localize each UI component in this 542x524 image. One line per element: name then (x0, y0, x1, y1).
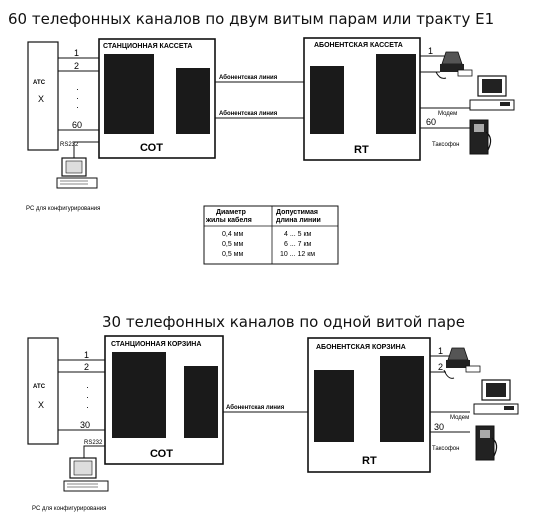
top-sub-ch-1: 1 (428, 46, 433, 56)
top-pc-icon (56, 157, 98, 189)
top-ats-box (27, 41, 59, 151)
bottom-phone-icon (443, 347, 481, 379)
bottom-pc-icon (63, 457, 109, 492)
bottom-station-code: СОТ (150, 448, 173, 460)
bottom-rs-label: RS232 (84, 440, 103, 446)
top-payphone-icon (469, 119, 492, 155)
bottom-payphone-label: Таксофон (432, 446, 459, 452)
table-row-3-diameter: 0,5 мм (222, 251, 243, 258)
bottom-station-title: СТАНЦИОННАЯ КОРЗИНА (111, 341, 201, 348)
bottom-ch-1: 1 (84, 350, 89, 360)
bottom-title: 30 телефонных каналов по одной витой пар… (102, 313, 465, 331)
top-payphone-label: Таксофон (432, 142, 459, 148)
bottom-ats-label: АТС (33, 384, 46, 390)
bottom-modem-label: Модем (450, 415, 469, 421)
bottom-sub-ch-1: 1 (438, 346, 443, 356)
bottom-ch-2: 2 (84, 362, 89, 372)
top-channel-lines (58, 57, 99, 131)
bottom-sub-ch-last: 30 (434, 422, 444, 432)
bottom-rt-output-lines (430, 355, 470, 433)
top-modem-label: Модем (438, 111, 457, 117)
top-ch-2: 2 (74, 61, 79, 71)
top-dots-2: · (76, 93, 79, 103)
bottom-rt-block-left (314, 370, 354, 442)
bottom-dots-2: · (86, 392, 89, 402)
bottom-dots-1: · (86, 382, 89, 392)
top-dots-3: · (76, 102, 79, 112)
top-rs-label: RS232 (60, 142, 79, 148)
bottom-dots-3: · (86, 402, 89, 412)
table-col1-header-2: жилы кабеля (205, 216, 252, 224)
top-station-title: СТАНЦИОННАЯ КАССЕТА (103, 43, 192, 50)
table-row-1-diameter: 0,4 мм (222, 231, 243, 238)
bottom-cot-block-right (184, 366, 218, 438)
bottom-payphone-icon (475, 425, 498, 461)
top-ats-label: АТС (33, 80, 46, 86)
top-line-2-label: Абонентская линия (219, 110, 278, 117)
table-row-2-length: 6 ... 7 км (284, 241, 312, 248)
top-subscriber-title: АБОНЕНТСКАЯ КАССЕТА (314, 42, 403, 49)
table-row-2-diameter: 0,5 мм (222, 241, 243, 248)
table-col2-header-1: Допустимая (276, 209, 318, 216)
table-row-1-length: 4 ... 5 км (284, 231, 312, 238)
top-rs-line (73, 141, 99, 158)
top-station-code: СОТ (140, 142, 163, 154)
top-phone-icon (435, 51, 473, 79)
cable-table (203, 205, 339, 265)
bottom-line-1-label: Абонентская линия (226, 404, 285, 411)
bottom-rs-line (83, 445, 105, 458)
top-ats-x: X (38, 94, 44, 104)
bottom-ats-box (27, 337, 59, 445)
bottom-cot-block-left (112, 352, 166, 438)
table-col1-header-1: Диаметр (216, 209, 246, 216)
top-ch-last: 60 (72, 120, 82, 130)
bottom-rt-block-right (380, 356, 424, 442)
top-cot-block-right (176, 68, 210, 134)
top-sub-ch-last: 60 (426, 117, 436, 127)
top-rt-output-lines (420, 55, 470, 129)
bottom-ats-x: X (38, 400, 44, 410)
table-row-3-length: 10 ... 12 км (280, 251, 315, 258)
top-ch-1: 1 (74, 48, 79, 58)
bottom-channel-lines (58, 359, 105, 431)
bottom-pc-caption: PC для конфигурирования (32, 506, 106, 512)
bottom-ch-last: 30 (80, 420, 90, 430)
bottom-monitor-icon (473, 379, 519, 415)
top-rt-block-left (310, 66, 344, 134)
table-col2-header-2: длина линии (276, 217, 321, 224)
bottom-sub-ch-2: 2 (438, 362, 443, 372)
top-monitor-icon (469, 75, 515, 111)
bottom-subscriber-code: RT (362, 455, 377, 467)
top-dots-1: · (76, 84, 79, 94)
bottom-subscriber-title: АБОНЕНТСКАЯ КОРЗИНА (316, 344, 406, 351)
top-pc-caption: PC для конфигурирования (26, 206, 100, 212)
top-title: 60 телефонных каналов по двум витым пара… (8, 10, 494, 28)
top-cot-block-left (104, 54, 154, 134)
top-subscriber-code: RT (354, 144, 369, 156)
top-rt-block-right (376, 54, 416, 134)
top-line-1-label: Абонентская линия (219, 74, 278, 81)
